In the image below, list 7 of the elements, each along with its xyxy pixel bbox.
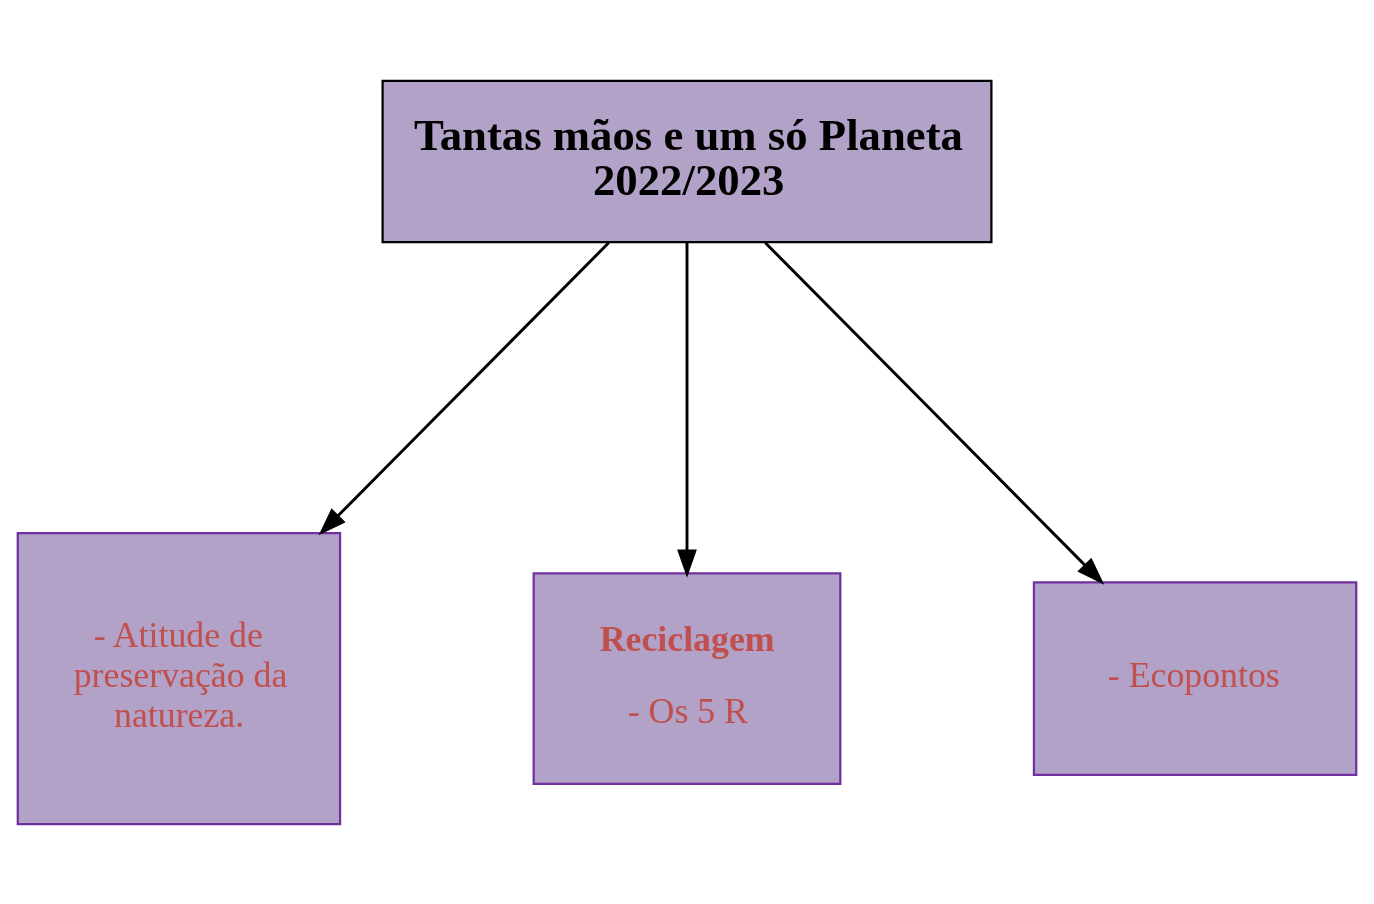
arrow [764,241,1105,585]
node-box: - Ecopontos [1032,580,1358,776]
arrow [318,241,610,535]
node-box: Tantas mãos e um só Planeta 2022/2023 [381,79,993,243]
arrow [677,242,697,578]
node-box: Reciclagem - Os 5 R [532,571,842,785]
node-box: - Atitude de preservação da natureza. [16,531,342,825]
